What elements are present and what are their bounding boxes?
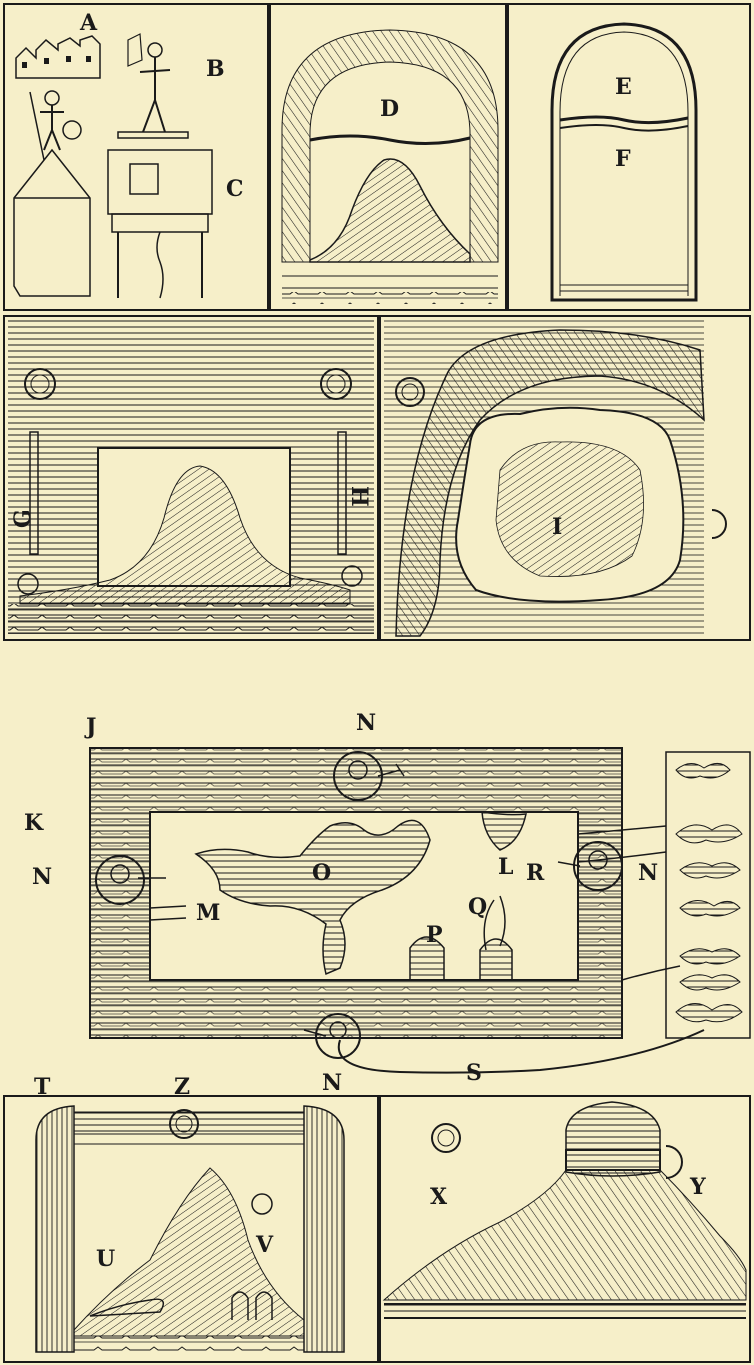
label-k: K (24, 810, 44, 836)
figure-with-shield (14, 91, 90, 296)
label-r: R (526, 860, 545, 886)
label-h: H (346, 486, 372, 507)
label-j: J (84, 714, 96, 740)
label-y: Y (689, 1174, 706, 1200)
label-l: L (498, 854, 513, 880)
label-o: O (312, 860, 331, 886)
panel-towns-and-figures: A B C (4, 4, 268, 310)
sun-face-icon (432, 1124, 460, 1152)
label-b: B (206, 56, 225, 82)
label-p: P (426, 922, 443, 948)
label-d: D (380, 96, 399, 122)
panel-window-mountain-suns (4, 316, 378, 640)
label-v: V (255, 1232, 274, 1258)
label-n-left: N (32, 864, 52, 890)
label-i: I (552, 514, 562, 540)
label-n-bottom: N (322, 1070, 342, 1096)
figure-on-pedestal (108, 34, 212, 298)
panel-arch-mountain: D (270, 4, 506, 310)
panel-arched-window: E F (508, 4, 750, 310)
label-m: M (196, 900, 220, 926)
panel-arched-frame-mountain: T Z U V (4, 1074, 378, 1362)
panel-volcano: X Y (380, 1096, 750, 1362)
label-c: C (226, 176, 244, 202)
small-sun-icon (252, 1194, 272, 1214)
label-n-right: N (638, 860, 658, 886)
label-x: X (430, 1184, 448, 1210)
label-t: T (34, 1074, 51, 1100)
label-u: U (96, 1246, 115, 1272)
label-q: Q (468, 894, 487, 920)
label-z: Z (174, 1074, 190, 1100)
label-f: F (615, 146, 631, 172)
town-illustration (16, 36, 100, 78)
label-a: A (79, 10, 98, 36)
panel-cave-rock: I (380, 316, 750, 640)
label-n-top: N (356, 710, 376, 736)
label-e: E (615, 74, 632, 100)
label-s: S (466, 1060, 482, 1086)
panel-underground-cavern: J N K N L O M P Q R N N S (4, 646, 750, 1096)
label-g: G (10, 509, 36, 528)
